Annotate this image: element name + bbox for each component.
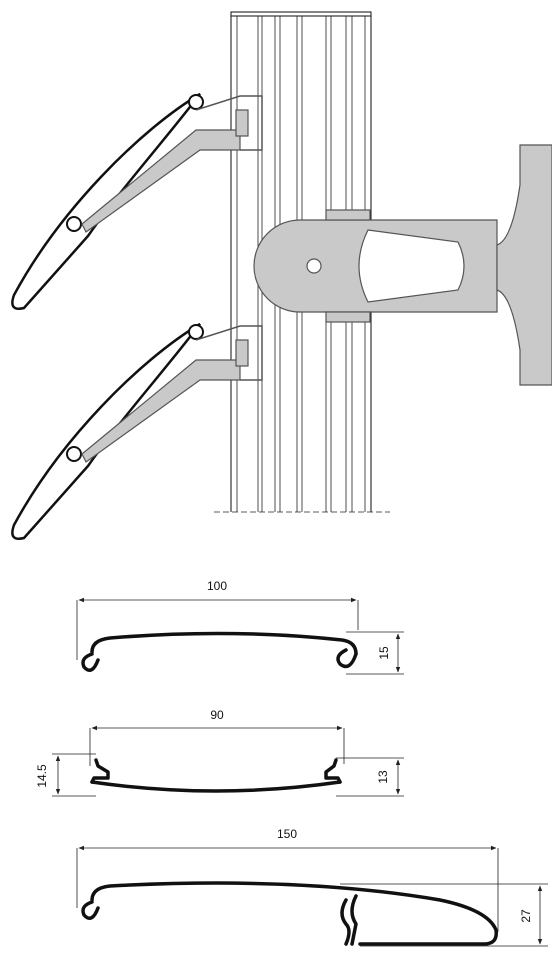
profile-c: 150 27	[76, 827, 548, 947]
profile-a-height-label: 15	[377, 646, 391, 660]
profile-a-width-label: 100	[207, 579, 227, 593]
louvre-assembly-section	[11, 11, 552, 540]
profile-b-width-label: 90	[210, 708, 224, 722]
louvre-blade-upper	[11, 92, 263, 310]
profile-c-height-label: 27	[519, 909, 533, 923]
louvre-blade-lower	[11, 322, 263, 540]
profile-b-right-height-label: 13	[376, 770, 390, 784]
profile-a: 100 15	[76, 579, 404, 675]
profile-b: 90 14.5 13	[35, 708, 404, 797]
wall-plate	[496, 144, 552, 386]
profile-b-left-height-label: 14.5	[35, 764, 49, 788]
profile-c-width-label: 150	[277, 827, 297, 841]
mounting-bracket	[253, 209, 498, 323]
